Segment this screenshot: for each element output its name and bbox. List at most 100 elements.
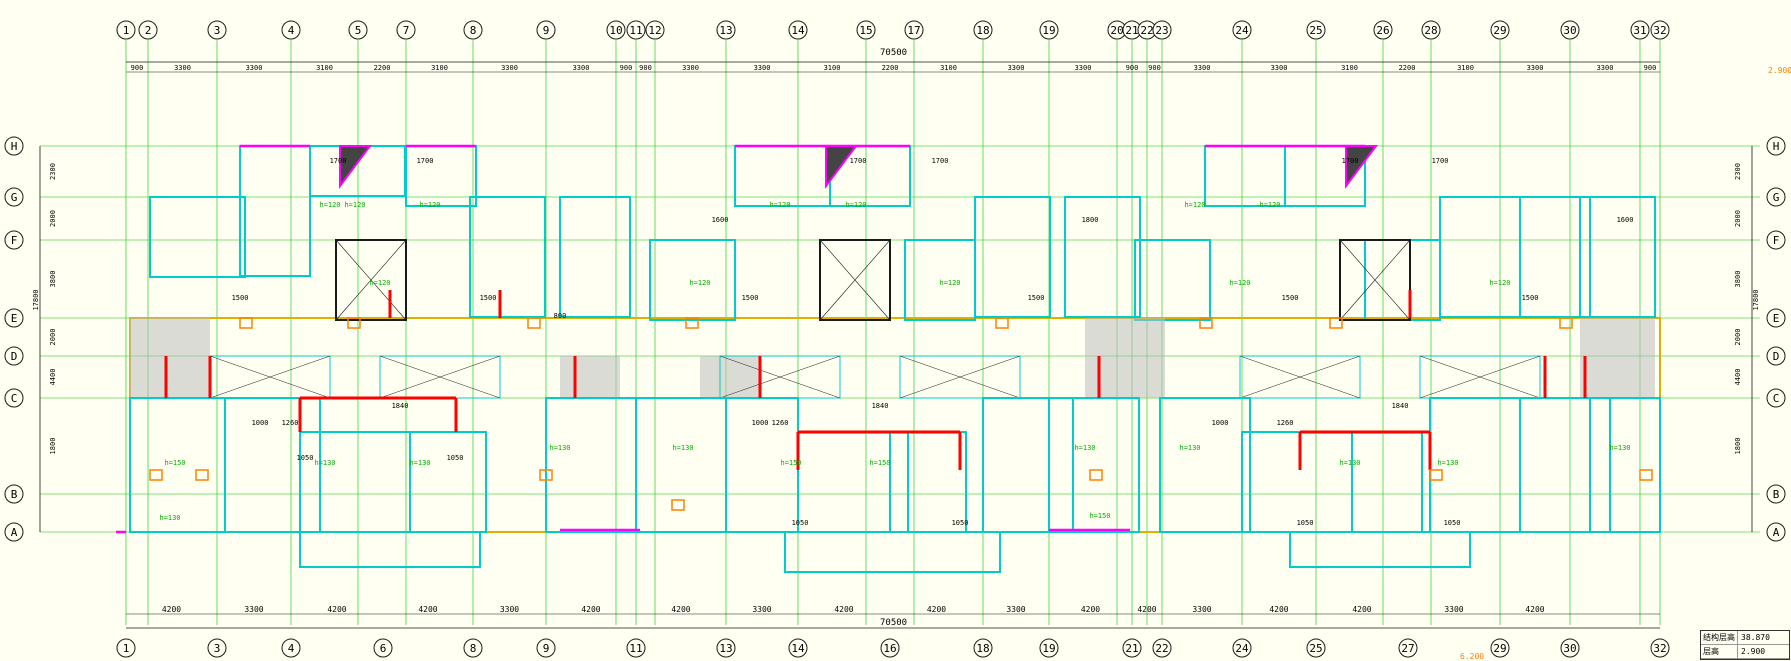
bottom-axis-label: 27 — [1401, 642, 1414, 655]
dimension-label: 1500 — [1522, 294, 1539, 302]
slab-thickness-label: h=120 — [845, 201, 866, 209]
slab-thickness-label: h=120 — [319, 201, 340, 209]
stair-marker — [539, 469, 553, 481]
row-axis-label: B — [11, 488, 18, 501]
stair-marker — [1329, 317, 1343, 329]
column-axis-label: 20 — [1110, 24, 1123, 37]
top-dimension-label: 3300 — [1008, 64, 1025, 72]
slab-thickness-label: h=130 — [1179, 444, 1200, 452]
stair-marker — [527, 317, 541, 329]
column-axis-bubble — [1490, 20, 1510, 40]
room-outline — [1519, 196, 1591, 318]
room-outline — [1351, 431, 1423, 533]
column-axis-label: 25 — [1309, 24, 1322, 37]
dimension-label: 1050 — [1297, 519, 1314, 527]
bottom-dimension-label: 3300 — [500, 605, 519, 614]
bottom-axis-bubble — [1650, 638, 1670, 658]
bottom-dimension-label: 3300 — [752, 605, 771, 614]
top-dimension-label: 3100 — [431, 64, 448, 72]
dimension-label: 1000 — [252, 419, 269, 427]
column-axis-label: 23 — [1155, 24, 1168, 37]
bottom-note: 6.200 — [1460, 652, 1484, 661]
row-axis-label: G — [1773, 191, 1780, 204]
duct-symbol — [1345, 145, 1378, 189]
column-axis-bubble — [904, 20, 924, 40]
slab-thickness-label: h=150 — [164, 459, 185, 467]
column-axis-bubble — [396, 20, 416, 40]
left-total-label: 17800 — [32, 289, 40, 310]
top-dimension-label: 3300 — [501, 64, 518, 72]
top-dimension-label: 3300 — [1597, 64, 1614, 72]
column-axis-bubble — [606, 20, 626, 40]
row-axis-label: F — [11, 234, 18, 247]
room-outline — [559, 196, 631, 318]
bottom-axis-label: 30 — [1563, 642, 1576, 655]
left-dimension-label: 4400 — [49, 369, 57, 386]
row-axis-bubble — [4, 346, 24, 366]
column-axis-bubble — [348, 20, 368, 40]
bottom-axis-label: 4 — [288, 642, 295, 655]
stair-marker — [195, 469, 209, 481]
dimension-label: 1000 — [1212, 419, 1229, 427]
column-axis-bubble — [536, 20, 556, 40]
row-axis-label: H — [11, 140, 18, 153]
room-outline — [224, 397, 321, 533]
top-dimension-label: 2200 — [1399, 64, 1416, 72]
column-axis-label: 29 — [1493, 24, 1506, 37]
row-axis-label: D — [11, 350, 18, 363]
column-axis-bubble — [138, 20, 158, 40]
bottom-axis-bubble — [1398, 638, 1418, 658]
bottom-dimension-label: 4200 — [1137, 605, 1156, 614]
room-outline — [409, 431, 487, 533]
room-outline — [635, 397, 727, 533]
column-axis-label: 19 — [1042, 24, 1055, 37]
slab-thickness-label: h=120 — [769, 201, 790, 209]
column-axis-label: 8 — [470, 24, 477, 37]
bottom-axis-label: 9 — [543, 642, 550, 655]
bottom-axis-bubble — [116, 638, 136, 658]
column-axis-label: 7 — [403, 24, 410, 37]
column-axis-bubble — [116, 20, 136, 40]
grid-lines — [40, 40, 1760, 625]
slab-thickness-label: h=120 — [344, 201, 365, 209]
slab-thickness-label: h=130 — [314, 459, 335, 467]
top-dimension-label: 2200 — [374, 64, 391, 72]
top-dimension-label: 3300 — [682, 64, 699, 72]
dimension-label: 1700 — [1432, 157, 1449, 165]
slab-thickness-label: h=150 — [869, 459, 890, 467]
slab-thickness-label: h=120 — [369, 279, 390, 287]
corridor-brace — [379, 355, 501, 399]
dimension-label: 1840 — [392, 402, 409, 410]
top-dimension-label: 900 — [131, 64, 144, 72]
right-dimension-label: 3800 — [1734, 271, 1742, 288]
column-axis-bubble — [1152, 20, 1172, 40]
slab-thickness-label: h=120 — [1229, 279, 1250, 287]
column-axis-bubble — [207, 20, 227, 40]
row-axis-bubble — [4, 388, 24, 408]
bottom-dimension-label: 4200 — [418, 605, 437, 614]
dimension-label: 1050 — [447, 454, 464, 462]
room-outline — [974, 196, 1051, 318]
top-dimension-label: 3300 — [246, 64, 263, 72]
stair-marker — [1559, 317, 1573, 329]
slab-thickness-label: h=120 — [1259, 201, 1280, 209]
row-axis-label: F — [1773, 234, 1780, 247]
beams — [116, 144, 1653, 534]
room-outline — [982, 397, 1074, 533]
slab-thickness-label: h=120 — [939, 279, 960, 287]
stair-marker — [239, 317, 253, 329]
top-dimension-label: 3300 — [1527, 64, 1544, 72]
slab-thickness-label: h=130 — [672, 444, 693, 452]
bottom-dimension-label: 4200 — [327, 605, 346, 614]
top-dimension-label: 3100 — [316, 64, 333, 72]
top-dimension-label: 3300 — [1271, 64, 1288, 72]
title-block-label: 层高 — [1703, 645, 1738, 658]
bottom-axis-bubble — [463, 638, 483, 658]
corridor-bay — [899, 355, 1021, 399]
bottom-dimension-label: 4200 — [1352, 605, 1371, 614]
bottom-axis-label: 18 — [976, 642, 989, 655]
bottom-axis-bubble — [373, 638, 393, 658]
column-axis-label: 11 — [629, 24, 642, 37]
slab-thickness-label: h=120 — [1184, 201, 1205, 209]
